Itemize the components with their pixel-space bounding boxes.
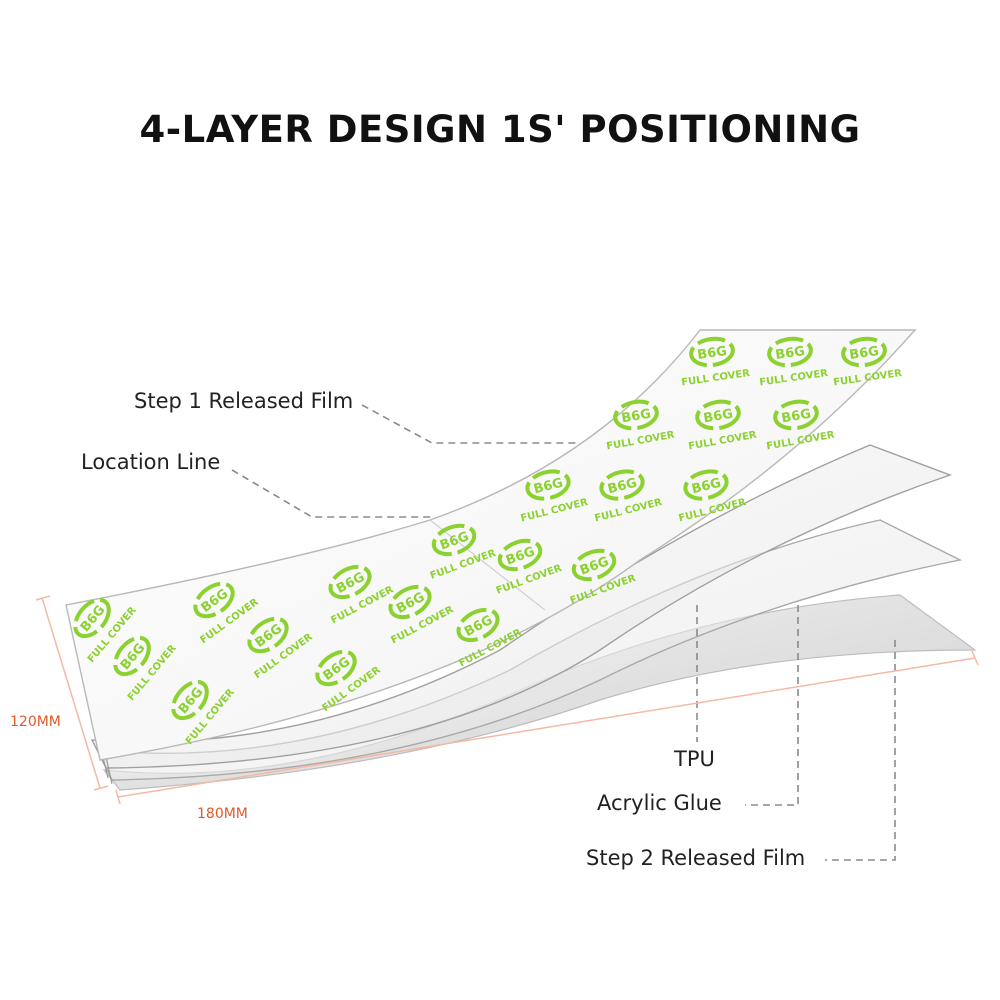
logo-mark-text: B6G bbox=[702, 407, 734, 427]
recycle-ring-icon bbox=[73, 597, 111, 639]
width-dimension-tick-right bbox=[971, 650, 979, 666]
logo-mark-text: B6G bbox=[780, 407, 812, 427]
leader-step1-released-film bbox=[361, 404, 580, 444]
step1-released-film-sheet bbox=[65, 329, 917, 761]
leader-step2-released-film bbox=[825, 640, 896, 861]
logo-mark-text: B6G bbox=[532, 476, 564, 498]
recycle-ring-icon bbox=[525, 469, 571, 501]
recycle-ring-icon bbox=[193, 581, 235, 619]
label-step1-released-film: Step 1 Released Film bbox=[134, 389, 354, 413]
page-title: 4-LAYER DESIGN 1S' POSITIONING bbox=[139, 108, 861, 151]
recycle-ring-icon bbox=[113, 635, 151, 677]
recycle-ring-icon bbox=[767, 336, 813, 368]
recycle-ring-icon bbox=[497, 538, 543, 572]
recycle-ring-icon bbox=[328, 564, 372, 600]
dimension-height-label: 120MM bbox=[10, 714, 61, 730]
recycle-ring-icon bbox=[683, 469, 729, 501]
recycle-ring-icon bbox=[841, 336, 887, 368]
logo-mark-text: B6G bbox=[690, 476, 722, 498]
recycle-ring-icon bbox=[613, 399, 659, 431]
tpu-sheet bbox=[90, 444, 953, 769]
recycle-ring-icon bbox=[247, 616, 289, 654]
logo-mark-text: B6G bbox=[774, 344, 805, 363]
recycle-ring-icon bbox=[599, 469, 645, 501]
width-dimension-line bbox=[117, 657, 976, 798]
leader-location-line bbox=[231, 469, 432, 518]
recycle-ring-icon bbox=[456, 607, 500, 643]
height-dimension-tick-top bbox=[35, 595, 51, 601]
recycle-ring-icon bbox=[571, 548, 617, 582]
dimension-width-label: 180MM bbox=[197, 806, 248, 822]
location-line-mark bbox=[429, 519, 546, 611]
width-dimension-tick-left bbox=[115, 789, 121, 805]
recycle-ring-icon bbox=[695, 399, 741, 431]
label-step2-released-film: Step 2 Released Film bbox=[586, 846, 806, 870]
logo-mark-text: B6G bbox=[606, 476, 638, 498]
logo-mark-text: B6G bbox=[620, 407, 652, 427]
recycle-ring-icon bbox=[315, 649, 357, 687]
recycle-ring-icon bbox=[689, 336, 735, 368]
leader-acrylic-glue bbox=[745, 605, 799, 806]
logo-mark-text: B6G bbox=[696, 344, 727, 363]
recycle-ring-icon bbox=[431, 523, 477, 557]
recycle-ring-icon bbox=[171, 679, 209, 721]
height-dimension-line bbox=[41, 597, 101, 789]
label-tpu: TPU bbox=[674, 747, 715, 771]
height-dimension-tick-bottom bbox=[93, 785, 109, 791]
recycle-ring-icon bbox=[773, 399, 819, 431]
recycle-ring-icon bbox=[388, 584, 432, 620]
logo-mark-text: B6G bbox=[848, 344, 879, 363]
label-acrylic-glue: Acrylic Glue bbox=[597, 791, 722, 815]
label-location-line: Location Line bbox=[81, 450, 221, 474]
